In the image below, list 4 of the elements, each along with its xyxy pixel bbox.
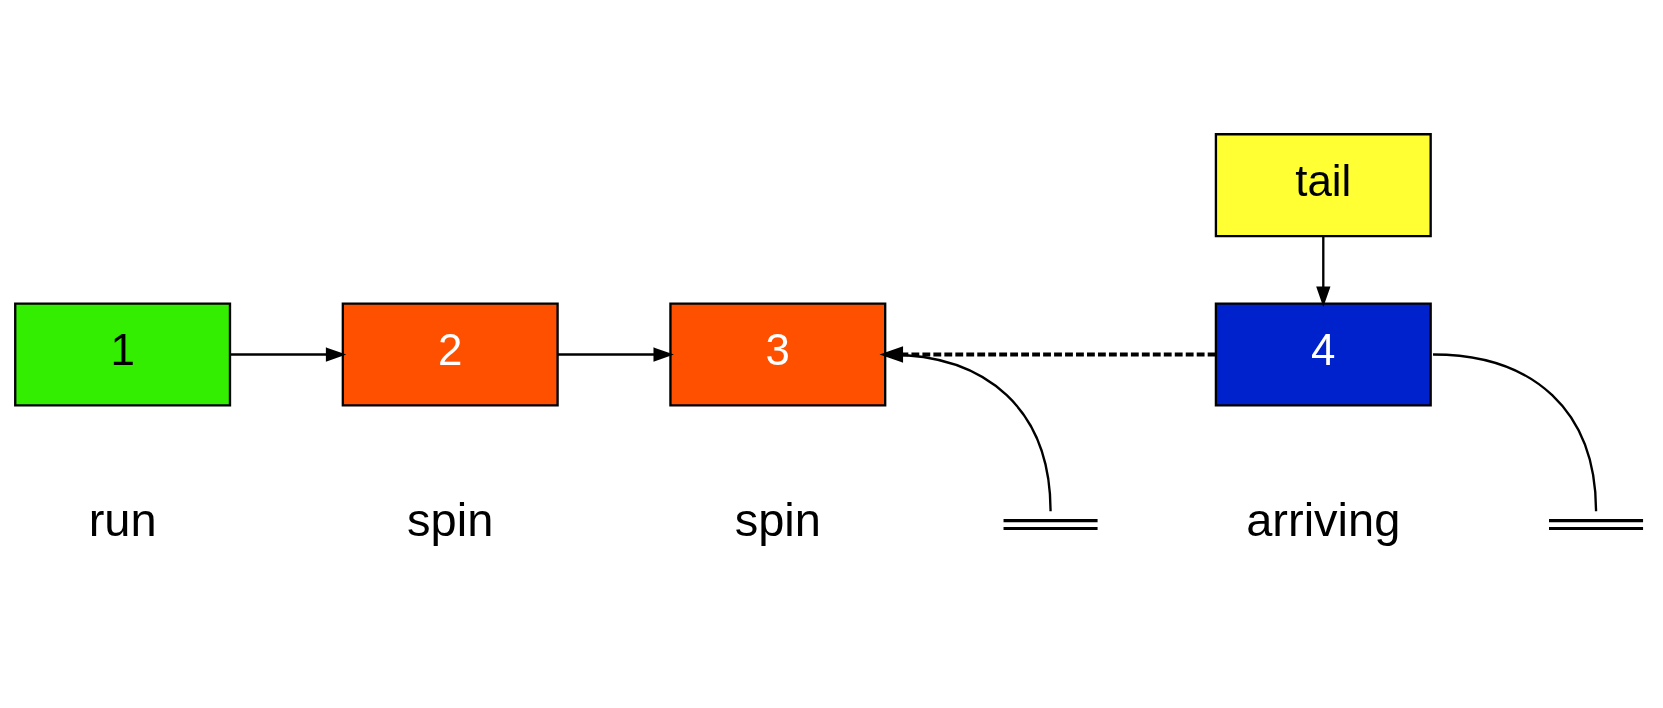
node-label: spin	[734, 492, 821, 546]
node-label: arriving	[1246, 492, 1401, 546]
node-label: run	[88, 492, 157, 546]
node-label: spin	[407, 492, 494, 546]
